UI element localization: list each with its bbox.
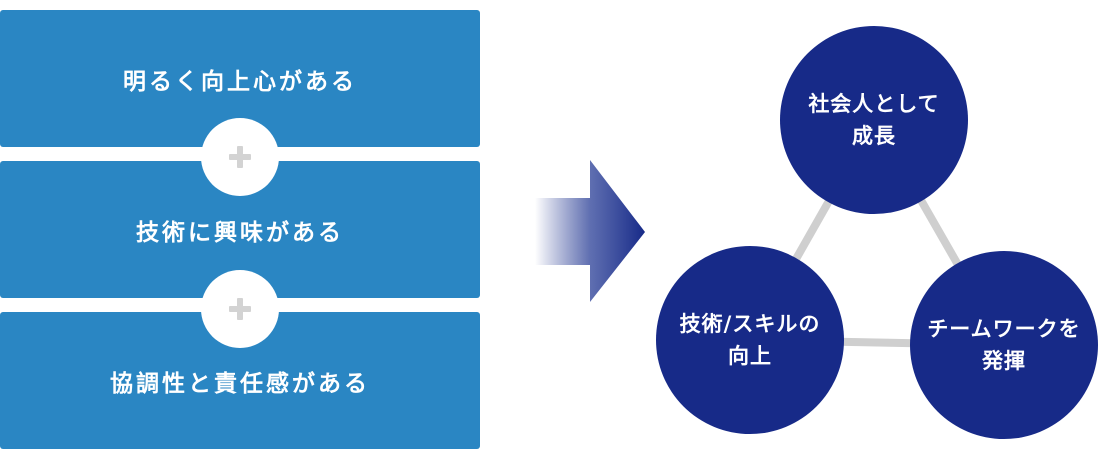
circle-teamwork: チームワークを 発揮 bbox=[910, 251, 1098, 439]
right-arrow-icon bbox=[535, 160, 645, 302]
circle-skills: 技術/スキルの 向上 bbox=[656, 246, 844, 434]
circle-growth: 社会人として 成長 bbox=[780, 26, 968, 214]
circle-growth-label: 社会人として 成長 bbox=[808, 92, 940, 148]
circle-skills-label: 技術/スキルの 向上 bbox=[679, 312, 821, 368]
box-tech-interest-label: 技術に興味がある bbox=[136, 219, 344, 246]
box-positive-attitude-label: 明るく向上心がある bbox=[123, 68, 357, 95]
plus-icon bbox=[201, 118, 279, 196]
box-cooperation-label: 協調性と責任感がある bbox=[110, 370, 370, 397]
plus-icon bbox=[201, 270, 279, 348]
circle-teamwork-label: チームワークを 発揮 bbox=[927, 317, 1081, 373]
